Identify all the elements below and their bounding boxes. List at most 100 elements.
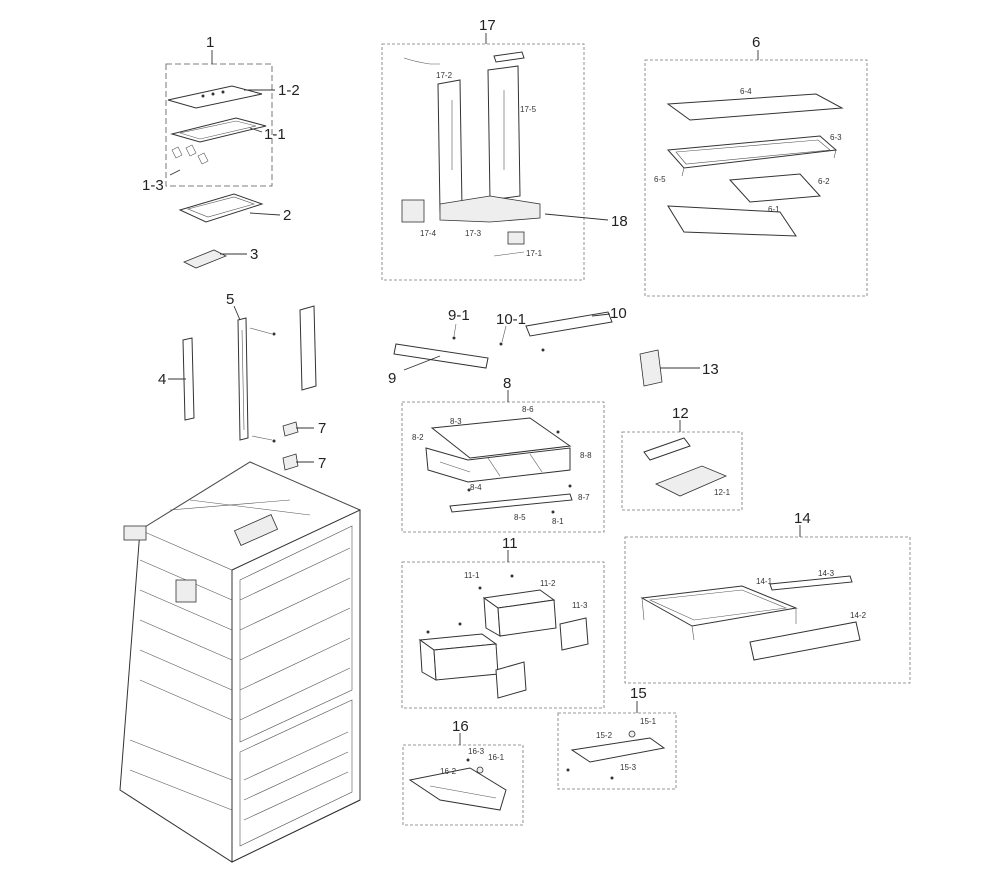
part-17-top: [493, 51, 525, 63]
label-2: 2: [283, 207, 291, 224]
label-16: 16: [452, 718, 469, 735]
part-14-3: [769, 575, 853, 591]
assembly-16-outline: [402, 744, 524, 826]
label-16-2: 16-2: [440, 767, 457, 776]
part-3: [183, 249, 227, 269]
label-8-4: 8-4: [470, 483, 482, 492]
label-7-upper: 7: [318, 420, 326, 437]
label-16-3: 16-3: [468, 747, 485, 756]
label-10-1: 10-1: [496, 311, 526, 328]
label-12-1: 12-1: [714, 488, 731, 497]
part-6-4: [666, 93, 844, 121]
refrigerator-cabinet: [119, 461, 361, 863]
label-15: 15: [630, 685, 647, 702]
label-18: 18: [611, 213, 628, 230]
label-8-7: 8-7: [578, 493, 590, 502]
label-17-5: 17-5: [520, 105, 537, 114]
assembly-14: 14 14-1 14-3 14-2: [624, 510, 911, 684]
part-17-3: [439, 195, 541, 223]
part-6-1: [667, 205, 797, 237]
part-14-2: [749, 621, 861, 661]
label-8-5: 8-5: [514, 513, 526, 522]
assembly-1-outline: [165, 63, 273, 187]
label-6-2: 6-2: [818, 177, 830, 186]
label-6-4: 6-4: [740, 87, 752, 96]
assembly-16: 16 16-3 16-1 16-2: [402, 718, 524, 826]
part-2: [178, 193, 264, 223]
part-8-5: [449, 493, 573, 513]
label-16-1: 16-1: [488, 753, 505, 762]
label-11-1: 11-1: [464, 571, 480, 580]
label-12: 12: [672, 405, 689, 422]
label-14: 14: [794, 510, 811, 527]
part-17-1: [507, 231, 525, 245]
label-1: 1: [206, 34, 214, 51]
assembly-8: 8 8-3 8-6 8-2 8-8 8-4 8-7 8-5 8-1: [401, 375, 605, 533]
part-11-clip-lower: [495, 661, 527, 699]
assembly-17-outline: [381, 43, 585, 281]
label-17: 17: [479, 17, 496, 34]
label-9: 9: [388, 370, 396, 387]
label-8-2: 8-2: [412, 433, 424, 442]
label-7-lower: 7: [318, 455, 326, 472]
label-6-1: 6-1: [768, 205, 780, 214]
part-1-2: [167, 85, 263, 109]
assembly-11-outline: [401, 561, 605, 709]
assembly-4-5-7: 5 4 7 7: [158, 291, 326, 472]
part-11-3: [559, 617, 589, 651]
label-8-3: 8-3: [450, 417, 462, 426]
assembly-6: 6 6-4 6-3 6-5 6-2 6-1: [644, 34, 868, 297]
label-11-2: 11-2: [540, 579, 556, 588]
part-7-lower: [282, 453, 299, 471]
label-17-2: 17-2: [436, 71, 453, 80]
part-17-2: [437, 79, 463, 213]
label-14-3: 14-3: [818, 569, 835, 578]
part-1-1: [170, 117, 267, 143]
assembly-12: 12 12-1: [621, 405, 743, 511]
label-6-3: 6-3: [830, 133, 842, 142]
label-3: 3: [250, 246, 258, 263]
part-8-3: [430, 417, 572, 459]
label-1-3: 1-3: [142, 177, 164, 194]
label-15-2: 15-2: [596, 731, 613, 740]
assembly-1: 1 1-2 1-1 1-3 2 3: [142, 34, 300, 269]
label-6-5: 6-5: [654, 175, 666, 184]
assembly-17: 17 17-2 17-5 17-4 17-3 17-1 18: [381, 17, 628, 281]
label-11: 11: [502, 535, 518, 552]
label-4: 4: [158, 371, 166, 388]
part-8-2: [425, 447, 571, 483]
part-12-cartridge: [643, 437, 691, 461]
assembly-6-outline: [644, 59, 868, 297]
assembly-15-outline: [557, 712, 677, 790]
label-8-8: 8-8: [580, 451, 592, 460]
label-10: 10: [610, 305, 627, 322]
label-15-3: 15-3: [620, 763, 637, 772]
part-6-2: [728, 173, 822, 203]
label-5: 5: [226, 291, 234, 308]
cabinet-front: [231, 509, 361, 863]
part-5b: [299, 305, 317, 391]
label-17-3: 17-3: [465, 229, 482, 238]
label-9-1: 9-1: [448, 307, 470, 324]
part-4: [182, 337, 195, 421]
label-8-6: 8-6: [522, 405, 534, 414]
part-16-2: [408, 767, 507, 811]
assembly-14-outline: [624, 536, 911, 684]
label-8-1: 8-1: [552, 517, 564, 526]
label-15-1: 15-1: [640, 717, 657, 726]
assembly-8-outline: [401, 401, 605, 533]
assembly-9-10: 9-1 10-1 10 9 13: [388, 305, 719, 387]
label-11-3: 11-3: [572, 601, 588, 610]
part-17-4: [401, 199, 425, 223]
assembly-11: 11 11-1 11-2 11-3: [401, 535, 605, 709]
part-15-2: [570, 737, 666, 763]
label-17-1: 17-1: [526, 249, 543, 258]
part-12-1: [655, 465, 728, 497]
label-8: 8: [503, 375, 511, 392]
label-14-2: 14-2: [850, 611, 867, 620]
label-6: 6: [752, 34, 760, 51]
part-7-upper: [282, 421, 299, 437]
label-14-1: 14-1: [756, 577, 773, 586]
part-14-1: [640, 585, 798, 627]
